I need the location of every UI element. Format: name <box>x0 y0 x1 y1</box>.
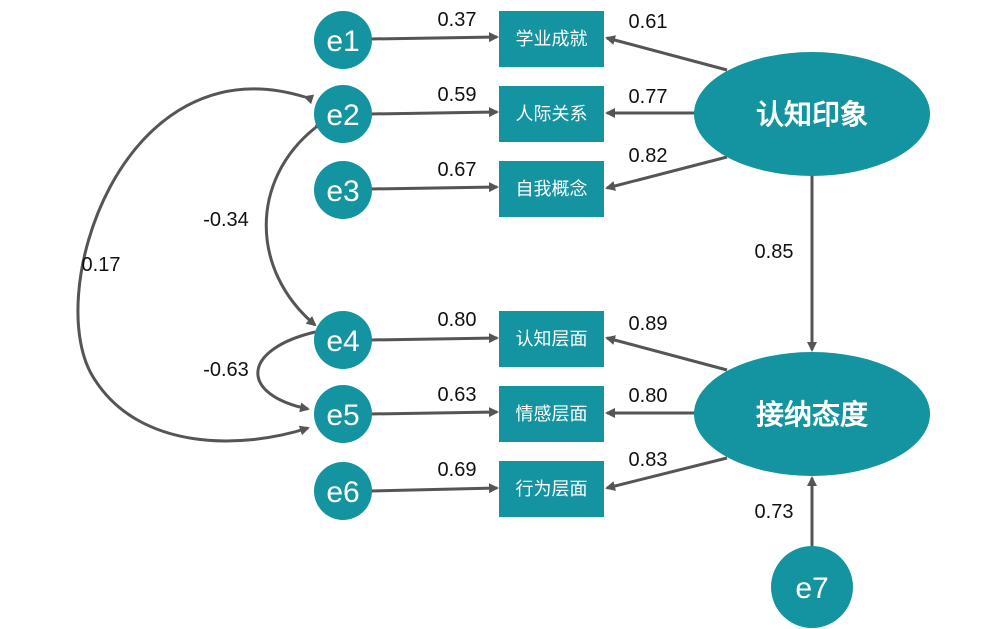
indicator-box <box>499 461 604 517</box>
arrow-cognition-academic <box>605 35 728 72</box>
coef-e3: 0.67 <box>438 159 477 181</box>
coef-cognition-academic: 0.61 <box>629 11 668 33</box>
error-circle <box>314 462 372 520</box>
indicator-academic-achievement: 学业成就 <box>499 11 604 67</box>
indicator-box <box>499 86 604 142</box>
indicator-box <box>499 386 604 442</box>
error-label: e5 <box>326 399 359 432</box>
arrow-e5-indicator <box>369 407 499 418</box>
indicator-label: 自我概念 <box>516 178 588 200</box>
coef-covariance-e2-e4: -0.34 <box>203 209 249 231</box>
indicator-affective-level: 情感层面 <box>499 386 604 442</box>
error-label: e1 <box>326 25 359 58</box>
latent-cognitive-impression: 认知印象 <box>694 52 930 176</box>
covariance-e4-e5 <box>256 325 324 413</box>
indicator-label: 学业成就 <box>516 29 588 50</box>
indicator-box <box>499 311 604 367</box>
coef-acceptance-affective: 0.80 <box>629 385 668 407</box>
indicator-label: 行为层面 <box>516 479 588 500</box>
indicator-label: 情感层面 <box>516 404 588 425</box>
indicator-box <box>499 11 604 67</box>
error-node-e2: e2 <box>314 85 372 143</box>
arrow-e2-indicator <box>369 107 499 118</box>
coef-cognition-relations: 0.77 <box>629 86 668 108</box>
error-label: e3 <box>326 175 359 208</box>
indicator-box <box>499 161 604 217</box>
indicator-interpersonal-relations: 人际关系 <box>499 86 604 142</box>
indicator-label: 认知层面 <box>516 329 588 350</box>
coef-acceptance-cognitive: 0.89 <box>629 313 668 335</box>
coef-e4: 0.80 <box>438 309 477 331</box>
error-label: e2 <box>326 99 359 132</box>
coef-e6: 0.69 <box>438 459 477 481</box>
covariance-e2-e5 <box>76 87 315 443</box>
coef-covariance-e2-e5: 0.17 <box>82 254 121 276</box>
error-node-e7: e7 <box>771 546 853 628</box>
latent-ellipse <box>694 352 930 476</box>
indicator-behavioral-level: 行为层面 <box>499 461 604 517</box>
coef-e7-acceptance: 0.73 <box>755 501 794 523</box>
arrow-acceptance-behavioral <box>605 456 728 491</box>
error-node-e1: e1 <box>314 11 372 69</box>
arrow-e1-indicator <box>369 32 499 43</box>
latent-ellipse <box>694 52 930 176</box>
latent-label: 认知印象 <box>756 98 868 131</box>
indicator-cognitive-level: 认知层面 <box>499 311 604 367</box>
error-node-e4: e4 <box>314 311 372 369</box>
error-label: e7 <box>795 572 828 605</box>
error-node-e3: e3 <box>314 161 372 219</box>
arrow-cognition-selfconcept <box>605 155 728 191</box>
coef-cognition-selfconcept: 0.82 <box>629 145 668 167</box>
coef-covariance-e4-e5: -0.63 <box>203 359 249 381</box>
coef-acceptance-behavioral: 0.83 <box>629 449 668 471</box>
latent-label: 接纳态度 <box>756 398 868 431</box>
indicator-self-concept: 自我概念 <box>499 161 604 217</box>
error-circle <box>314 85 372 143</box>
error-circle <box>314 385 372 443</box>
coef-e2: 0.59 <box>438 84 477 106</box>
error-node-e5: e5 <box>314 385 372 443</box>
arrow-e3-indicator <box>369 182 499 193</box>
error-label: e4 <box>326 325 359 358</box>
error-circle <box>771 546 853 628</box>
latent-acceptance-attitude: 接纳态度 <box>694 352 930 476</box>
coef-e1: 0.37 <box>438 9 477 31</box>
error-circle <box>314 311 372 369</box>
error-circle <box>314 161 372 219</box>
covariance-e2-e4 <box>264 119 325 327</box>
arrow-acceptance-cognitive <box>605 335 728 372</box>
error-circle <box>314 11 372 69</box>
error-node-e6: e6 <box>314 462 372 520</box>
arrow-e4-indicator <box>369 333 499 344</box>
error-label: e6 <box>326 476 359 509</box>
arrow-e6-indicator <box>369 483 499 494</box>
indicator-label: 人际关系 <box>516 104 588 125</box>
coef-cognition-acceptance: 0.85 <box>755 241 794 263</box>
coef-e5: 0.63 <box>438 384 477 406</box>
